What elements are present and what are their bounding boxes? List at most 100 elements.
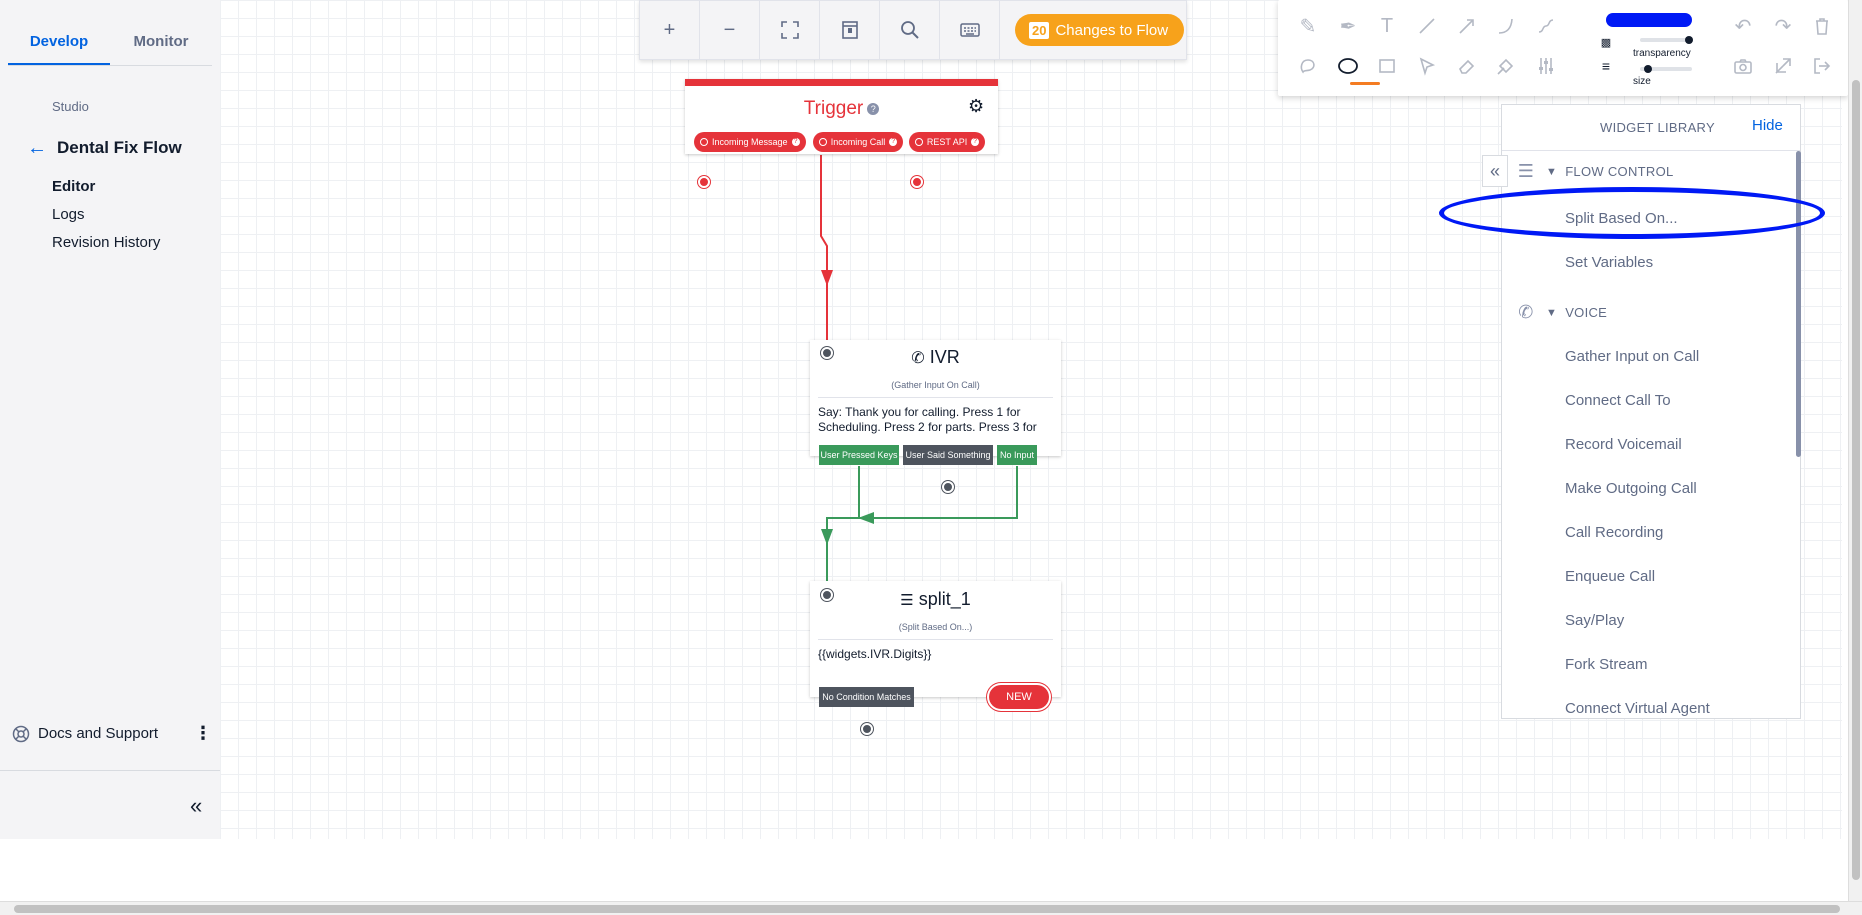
user-said-something-port[interactable] <box>942 481 954 493</box>
transition-user-said-something[interactable]: User Said Something <box>903 445 993 465</box>
transition-user-pressed-keys[interactable]: User Pressed Keys <box>819 445 899 465</box>
section-voice[interactable]: ✆ ▼ VOICE <box>1514 302 1607 323</box>
caret-down-icon: ▼ <box>1546 306 1558 319</box>
section-flow-control[interactable]: ☰ ▼ FLOW CONTROL <box>1514 161 1674 182</box>
tab-develop[interactable]: Develop <box>8 20 110 65</box>
transition-no-condition-matches[interactable]: No Condition Matches <box>819 687 914 707</box>
library-item-set-variables[interactable]: Set Variables <box>1565 254 1654 271</box>
widget-library-panel: WIDGET LIBRARY Hide « ☰ ▼ FLOW CONTROL S… <box>1482 104 1801 719</box>
crop-export-icon[interactable] <box>1769 52 1797 80</box>
back-arrow-icon[interactable]: ← <box>27 137 47 159</box>
library-toggle-button[interactable] <box>820 0 880 60</box>
text-icon[interactable]: T <box>1380 14 1394 37</box>
size-slider[interactable] <box>1640 67 1692 71</box>
split-title: ☰ split_1 <box>810 589 1061 610</box>
transparency-label: transparency <box>1633 48 1691 59</box>
canvas-footer <box>0 839 1842 901</box>
horizontal-scrollbar[interactable] <box>0 901 1862 915</box>
library-item-make-outgoing-call[interactable]: Make Outgoing Call <box>1565 480 1697 497</box>
stroke-color-swatch[interactable] <box>1606 13 1692 27</box>
undo-icon[interactable]: ↶ <box>1734 15 1752 38</box>
sidebar-divider <box>0 770 220 771</box>
library-header: WIDGET LIBRARY Hide <box>1502 105 1800 151</box>
curve-icon[interactable] <box>1492 12 1520 40</box>
trigger-pill-incoming-message[interactable]: Incoming Message ? <box>694 132 806 152</box>
size-slider-handle[interactable] <box>1643 65 1652 73</box>
changes-to-flow-button[interactable]: 20 Changes to Flow <box>1015 14 1185 46</box>
eraser-icon[interactable] <box>1453 52 1481 80</box>
trash-icon[interactable] <box>1808 12 1836 40</box>
circle-icon <box>819 138 827 146</box>
vertical-scrollbar-thumb[interactable] <box>1852 80 1860 880</box>
ellipse-icon[interactable] <box>1334 52 1362 80</box>
library-item-fork-stream[interactable]: Fork Stream <box>1565 656 1648 673</box>
incoming-message-port[interactable] <box>698 176 710 188</box>
collapse-library-icon[interactable]: « <box>1482 155 1508 187</box>
library-item-connect-virtual-agent[interactable]: Connect Virtual Agent <box>1565 700 1710 717</box>
tab-monitor[interactable]: Monitor <box>133 33 189 50</box>
ivr-widget[interactable]: ✆ IVR (Gather Input On Call) Say: Thank … <box>810 340 1061 456</box>
sidebar-item-editor[interactable]: Editor <box>52 178 96 195</box>
ivr-body: Say: Thank you for calling. Press 1 for … <box>818 405 1037 434</box>
gear-icon[interactable]: ⚙ <box>968 96 985 116</box>
zoom-in-button[interactable]: + <box>640 0 700 60</box>
docs-label: Docs and Support <box>38 725 159 742</box>
library-item-gather-input-on-call[interactable]: Gather Input on Call <box>1565 348 1700 365</box>
no-condition-matches-port[interactable] <box>861 723 873 735</box>
zoom-out-button[interactable]: − <box>700 0 760 60</box>
circle-icon <box>915 138 923 146</box>
horizontal-scrollbar-thumb[interactable] <box>14 905 1840 913</box>
library-scrollbar[interactable] <box>1796 151 1801 457</box>
select-cursor-icon[interactable] <box>1413 52 1441 80</box>
split-input-port[interactable] <box>821 589 833 601</box>
lifebuoy-icon <box>12 725 30 742</box>
collapse-sidebar-icon[interactable]: « <box>190 793 203 818</box>
sidebar-item-logs[interactable]: Logs <box>52 206 85 223</box>
keyboard-shortcuts-button[interactable] <box>940 0 1000 60</box>
transition-no-input[interactable]: No Input <box>997 445 1037 465</box>
library-item-say-play[interactable]: Say/Play <box>1565 612 1625 629</box>
trigger-widget[interactable]: Trigger? ⚙ Incoming Message ? Incoming C… <box>685 79 998 154</box>
ivr-input-port[interactable] <box>821 347 833 359</box>
trigger-pill-incoming-call[interactable]: Incoming Call ? <box>813 132 903 152</box>
hide-library-button[interactable]: Hide <box>1752 117 1783 134</box>
rectangle-icon[interactable] <box>1373 52 1401 80</box>
search-button[interactable] <box>880 0 940 60</box>
help-icon: ? <box>971 138 979 146</box>
help-icon[interactable]: ? <box>867 102 880 115</box>
redo-icon[interactable]: ↷ <box>1774 15 1792 38</box>
sidebar-item-revision-history[interactable]: Revision History <box>52 234 161 251</box>
library-item-connect-call-to[interactable]: Connect Call To <box>1565 392 1671 409</box>
docs-and-support[interactable]: Docs and Support ⋮ <box>12 723 212 744</box>
fit-to-screen-button[interactable] <box>760 0 820 60</box>
library-item-record-voicemail[interactable]: Record Voicemail <box>1565 436 1682 453</box>
trigger-title-text: Trigger <box>803 98 864 119</box>
trigger-pill-rest-api[interactable]: REST API ? <box>909 132 985 152</box>
camera-icon[interactable] <box>1729 52 1757 80</box>
library-item-enqueue-call[interactable]: Enqueue Call <box>1565 568 1656 585</box>
changes-label: Changes to Flow <box>1055 21 1169 39</box>
arrow-icon[interactable] <box>1453 12 1481 40</box>
new-transition-button[interactable]: NEW <box>989 685 1049 709</box>
marker-icon[interactable]: ✒ <box>1339 15 1357 38</box>
help-icon: ? <box>791 138 800 146</box>
fill-bucket-icon[interactable] <box>1492 52 1520 80</box>
transparency-slider-handle[interactable] <box>1685 36 1694 44</box>
rest-api-port[interactable] <box>911 176 923 188</box>
split-widget[interactable]: ☰ split_1 (Split Based On...) {{widgets.… <box>810 581 1061 697</box>
transparency-slider[interactable] <box>1640 38 1692 42</box>
plus-icon: + <box>663 18 676 41</box>
pencil-icon[interactable]: ✎ <box>1299 15 1317 38</box>
ivr-subtitle: (Gather Input On Call) <box>891 380 980 390</box>
library-item-split-based-on[interactable]: Split Based On... <box>1565 210 1678 227</box>
lasso-icon[interactable] <box>1294 52 1322 80</box>
freehand-icon[interactable] <box>1532 12 1560 40</box>
library-item-call-recording[interactable]: Call Recording <box>1565 524 1664 541</box>
split-title-text: split_1 <box>918 589 971 609</box>
more-options-icon[interactable]: ⋮ <box>194 723 212 743</box>
pill-label: Incoming Call <box>830 137 886 147</box>
vertical-scrollbar[interactable] <box>1848 0 1862 901</box>
line-icon[interactable] <box>1413 12 1441 40</box>
adjustments-icon[interactable] <box>1532 52 1560 80</box>
exit-icon[interactable] <box>1808 52 1836 80</box>
